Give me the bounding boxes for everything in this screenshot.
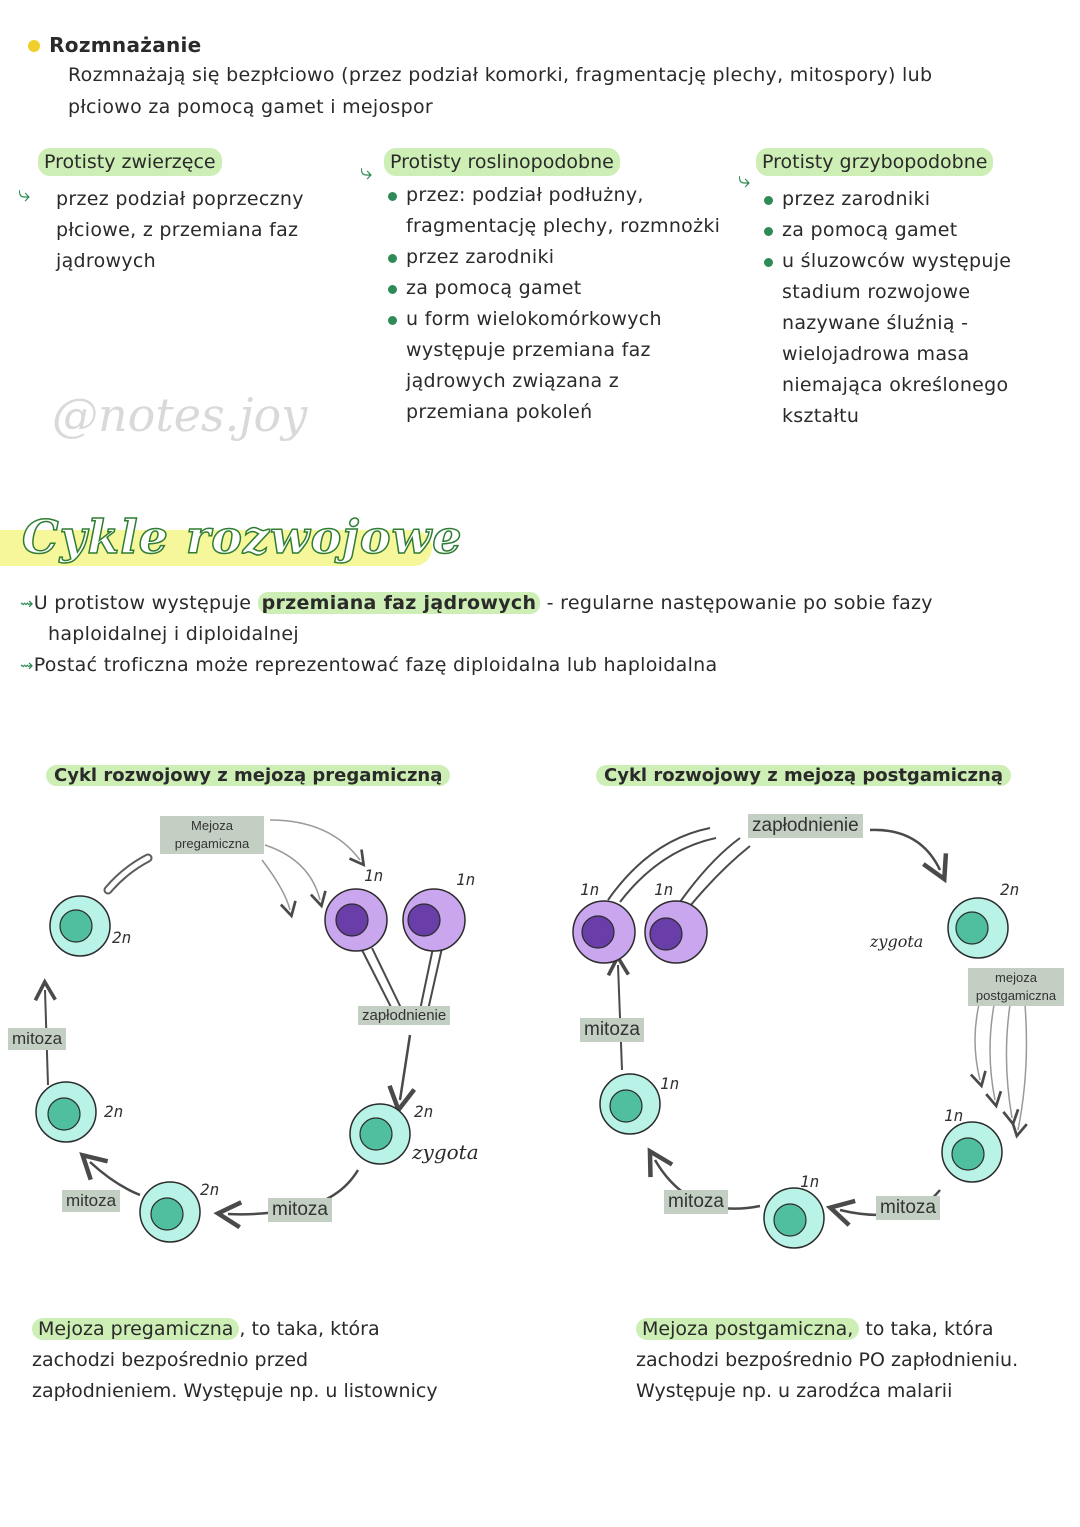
zygote-cell [947, 897, 1009, 959]
cycles-text-2: ⇝Postać troficzna może reprezentować faz… [20, 654, 718, 676]
fertilization-arrow [869, 828, 949, 884]
ploidy-label: 2n [200, 1180, 220, 1199]
fertilization-arrow [387, 1034, 417, 1115]
gamete-stem [679, 837, 741, 903]
mitosis-label: mitoza [62, 1190, 121, 1212]
mitosis-label: mitoza [8, 1028, 67, 1050]
meiosis-postgamic-label: mejoza postgamiczna [968, 968, 1064, 1006]
ploidy-label: 1n [456, 870, 476, 889]
cycle-arc [105, 855, 151, 893]
list-item: przez zarodniki [386, 242, 720, 273]
gamete-cell [644, 900, 708, 964]
squiggle-arrow-icon: ⇝ [20, 656, 34, 675]
ploidy-label: 2n [104, 1102, 124, 1121]
zygote-cell [349, 1103, 411, 1165]
section-title: Cykle rozwojowe [21, 509, 463, 565]
ploidy-label: 1n [944, 1106, 964, 1125]
diploid-cell [139, 1181, 201, 1243]
gamete-cell [402, 888, 466, 952]
gamete-stem [419, 947, 434, 1011]
diagram-post-graphic [572, 827, 1028, 1249]
ploidy-label: 1n [580, 880, 600, 899]
haploid-cell [763, 1187, 825, 1249]
meiosis-arrow [1010, 1004, 1028, 1139]
list-item: przez zarodniki [762, 184, 1011, 215]
yellow-bullet-icon [28, 40, 40, 52]
phase-term-highlight: przemiana faz jądrowych [257, 592, 541, 614]
gamete-stem [371, 947, 403, 1011]
list-item: u śluzowców występuje stadium rozwojowe … [762, 246, 1011, 432]
curly-arrow-icon: ⤷ [18, 182, 31, 207]
meiosis-pregamic-label: Mejoza pregamiczna [160, 816, 264, 854]
gamete-stem [689, 845, 751, 907]
fertilization-label: zapłodnienie [358, 1006, 451, 1025]
fertilization-label: zapłodnienie [748, 814, 863, 838]
watermark-logo: @notes.joy [52, 388, 308, 442]
meiosis-arrow [985, 999, 1003, 1109]
gamete-cell [324, 888, 388, 952]
gamete-stem [619, 837, 717, 903]
reproduction-intro-1: Rozmnażają się bezpłciowo (przez podział… [68, 64, 933, 86]
animal-protists-title: Protisty zwierzęce [38, 148, 222, 176]
gamete-stem [361, 949, 396, 1016]
section-title-highlight [0, 530, 432, 566]
animal-protists-text: przez podział poprzeczny płciowe, z prze… [56, 184, 304, 277]
plant-protists-list: przez: podział podłużny, fragmentację pl… [386, 180, 720, 428]
mitosis-label: mitoza [876, 1196, 940, 1220]
list-item: za pomocą gamet [386, 273, 720, 304]
mitosis-arrow [79, 1152, 141, 1197]
mitosis-label: mitoza [664, 1190, 728, 1214]
diploid-cell [49, 895, 111, 957]
zygote-label: zygota [870, 932, 924, 951]
cycles-text-1-cont: haploidalnej i diploidalnej [48, 623, 299, 645]
meiosis-arrow [1002, 1004, 1020, 1127]
diagram-post-title: Cykl rozwojowy z mejozą postgamiczną [596, 762, 1011, 790]
mitosis-label: mitoza [268, 1198, 332, 1222]
gamete-cell [572, 900, 636, 964]
gamete-stem [607, 827, 711, 901]
fungi-protists-title: Protisty grzybopodobne [756, 148, 994, 176]
reproduction-intro-2: płciowo za pomocą gamet i mejospor [68, 96, 434, 118]
reproduction-heading: Rozmnażanie [49, 33, 202, 57]
list-item: za pomocą gamet [762, 215, 1011, 246]
mitosis-label: mitoza [580, 1018, 644, 1042]
meiosis-arrow [269, 819, 366, 868]
list-item: przez: podział podłużny, fragmentację pl… [386, 180, 720, 242]
meiosis-arrow [264, 844, 327, 909]
plant-protists-title: Protisty roslinopodobne [384, 148, 620, 176]
gamete-stem [427, 947, 443, 1011]
caption-postgamic: Mejoza postgamiczna, to taka, która zach… [636, 1318, 1019, 1402]
ploidy-label: 1n [800, 1172, 820, 1191]
curly-arrow-icon: ⤷ [360, 160, 373, 185]
diagram-pre-title: Cykl rozwojowy z mejozą pregamiczną [46, 762, 451, 790]
list-item: u form wielokomórkowych występuje przemi… [386, 304, 720, 428]
reproduction-heading-row: Rozmnażanie [28, 30, 202, 61]
diagram-pre-graphic [33, 819, 466, 1243]
ploidy-label: 2n [414, 1102, 434, 1121]
diploid-cell [35, 1081, 97, 1143]
caption-pregamic: Mejoza pregamiczna, to taka, która zacho… [32, 1318, 438, 1402]
squiggle-arrow-icon: ⇝ [20, 594, 34, 613]
ploidy-label: 1n [364, 866, 384, 885]
fungi-protists-list: przez zarodniki za pomocą gamet u śluzow… [762, 184, 1011, 432]
mitosis-arrow [606, 953, 630, 1071]
curly-arrow-icon: ⤷ [738, 168, 751, 193]
zygote-label: zygota [412, 1140, 479, 1164]
animal-line: płciowe, z przemiana faz [56, 219, 299, 241]
cycles-text-1: ⇝U protistow występuje przemiana faz jąd… [20, 592, 933, 614]
haploid-cell [599, 1073, 661, 1135]
meiosis-arrow [969, 999, 987, 1089]
animal-line: jądrowych [56, 250, 156, 272]
ploidy-label: 1n [654, 880, 674, 899]
haploid-cell [941, 1121, 1003, 1183]
meiosis-arrow [261, 859, 297, 919]
term-highlight: Mejoza postgamiczna, [636, 1318, 860, 1340]
ploidy-label: 2n [1000, 880, 1020, 899]
ploidy-label: 2n [112, 928, 132, 947]
ploidy-label: 1n [660, 1074, 680, 1093]
animal-line: przez podział poprzeczny [56, 188, 304, 210]
term-highlight: Mejoza pregamiczna [32, 1318, 240, 1340]
